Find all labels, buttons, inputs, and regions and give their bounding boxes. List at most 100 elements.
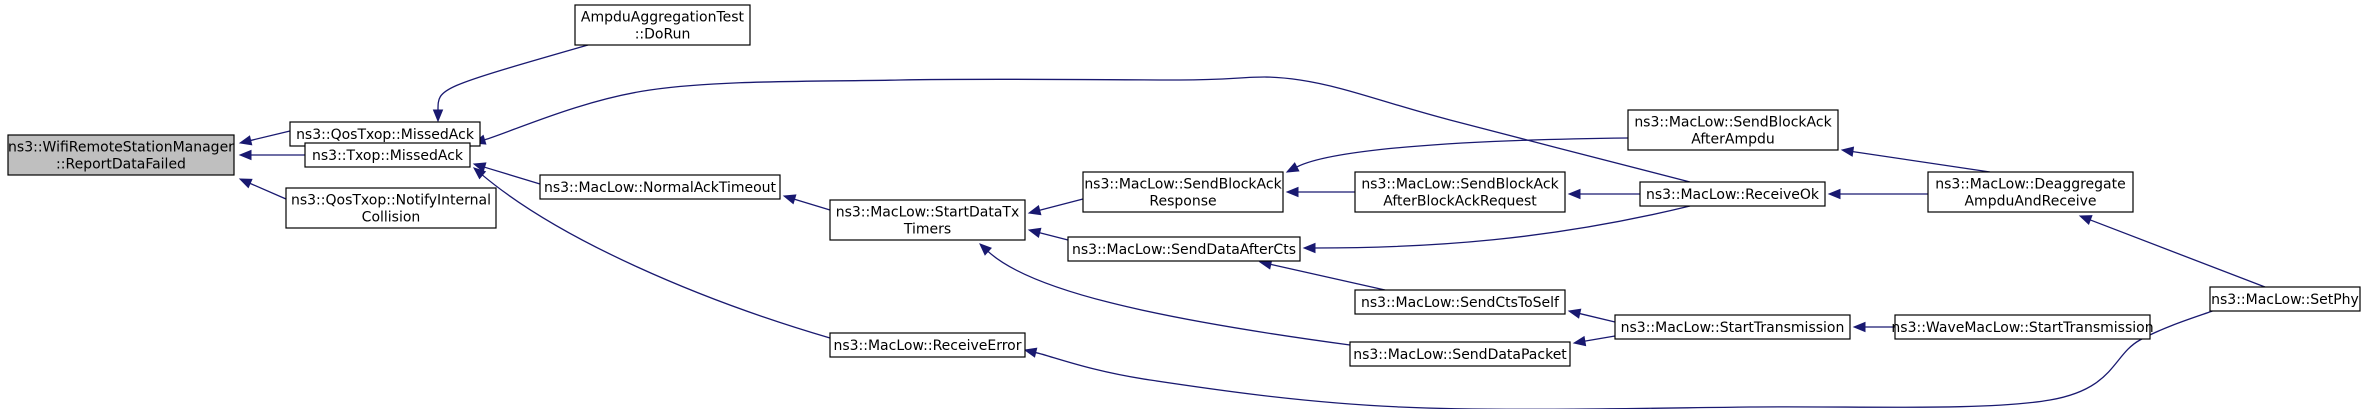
node-box (1894, 314, 2151, 340)
node-send-data-packet[interactable]: ns3::MacLow::SendDataPacket (1349, 341, 1571, 367)
node-label-line: AmpduAggregationTest (581, 10, 745, 26)
edge-wave_start_tx-to-start_transmission (1852, 321, 1895, 333)
edge-deaggregate-to-send_ba_after_ampdu (1840, 146, 1991, 173)
node-send-data-after-cts[interactable]: ns3::MacLow::SendDataAfterCts (1067, 236, 1301, 262)
node-box (829, 199, 1026, 241)
edge-line (484, 76, 1691, 183)
node-box (7, 134, 235, 176)
node-box (1927, 171, 2134, 213)
edge-arrowhead (238, 178, 253, 189)
edge-arrowhead (1567, 188, 1581, 200)
edge-send_ba_after_bar-to-send_ba_resp (1285, 186, 1355, 198)
node-label-line: ns3::MacLow::SendBlockAck (1084, 177, 1282, 193)
node-label-line: ns3::MacLow::Deaggregate (1935, 177, 2125, 193)
node-label-line: ::ReportDataFailed (56, 157, 186, 173)
edge-set_phy-to-deaggregate (2078, 215, 2266, 288)
edge-arrowhead (1567, 308, 1582, 319)
node-label-line: AfterAmpdu (1691, 132, 1774, 148)
edge-arrowhead (1852, 321, 1866, 333)
node-start-transmission[interactable]: ns3::MacLow::StartTransmission (1614, 314, 1851, 340)
edge-arrowhead (1027, 227, 1042, 238)
edge-set_phy-to-receive_error (1023, 309, 2216, 409)
edge-normal_ack-to-txop_missed (472, 162, 541, 185)
node-box (1354, 171, 1566, 213)
node-label-line: ns3::WaveMacLow::StartTransmission (1891, 320, 2153, 336)
edge-arrowhead (1827, 188, 1841, 200)
edge-qos_missed-to-root (238, 130, 291, 146)
edge-send_cts_to_self-to-send_data_after_cts (1258, 259, 1386, 291)
edge-line (1039, 198, 1084, 211)
node-label-line: ns3::MacLow::NormalAckTimeout (544, 180, 777, 196)
edge-receive_ok-to-send_ba_after_bar (1567, 188, 1640, 200)
node-box (2209, 286, 2361, 312)
edge-line (1039, 232, 1069, 241)
edge-line (2090, 219, 2266, 288)
edge-arrowhead (238, 149, 252, 161)
edge-send_data_packet-to-start_data_tx (979, 243, 1351, 346)
edge-start_transmission-to-send_data_packet (1572, 335, 1616, 347)
edge-ampdu_test-to-qos_missed (432, 44, 589, 123)
node-label-line: ns3::WifiRemoteStationManager (8, 140, 234, 156)
node-label-line: ns3::MacLow::SendBlockAck (1361, 177, 1559, 193)
node-label-line: ns3::MacLow::StartDataTx (836, 205, 1020, 221)
node-normal-ack[interactable]: ns3::MacLow::NormalAckTimeout (539, 174, 781, 200)
node-wave-start-tx[interactable]: ns3::WaveMacLow::StartTransmission (1891, 314, 2154, 340)
node-txop-missed[interactable]: ns3::Txop::MissedAck (304, 142, 471, 168)
node-receive-error[interactable]: ns3::MacLow::ReceiveError (829, 332, 1026, 358)
edge-arrowhead (472, 167, 487, 180)
node-label-line: ns3::MacLow::ReceiveOk (1646, 187, 1820, 203)
edge-receive_ok-to-txop_missed (472, 76, 1691, 183)
node-set-phy[interactable]: ns3::MacLow::SetPhy (2209, 286, 2361, 312)
edge-send_ba_after_ampdu-to-send_ba_resp (1285, 137, 1629, 173)
node-qos-missed[interactable]: ns3::QosTxop::MissedAck (289, 121, 481, 147)
edge-arrowhead (1027, 205, 1042, 216)
node-label-line: ns3::MacLow::SetPhy (2211, 292, 2359, 308)
edge-line (1579, 312, 1616, 323)
edge-arrowhead (782, 194, 797, 205)
node-box (285, 187, 497, 229)
edge-receive_ok-to-send_data_after_cts (1302, 205, 1691, 254)
edge-send_ba_resp-to-start_data_tx (1027, 198, 1084, 216)
node-box (289, 121, 481, 147)
node-send-cts-to-self[interactable]: ns3::MacLow::SendCtsToSelf (1354, 289, 1566, 315)
node-box (539, 174, 781, 200)
edge-line (484, 166, 541, 185)
node-box (1349, 341, 1571, 367)
node-box (1082, 171, 1284, 213)
edge-line (249, 182, 287, 200)
edge-line (1296, 137, 1629, 168)
node-label-line: ns3::MacLow::StartTransmission (1621, 320, 1845, 336)
edge-arrowhead (1285, 162, 1300, 173)
node-send-ba-after-bar[interactable]: ns3::MacLow::SendBlockAckAfterBlockAckRe… (1354, 171, 1566, 213)
node-label-line: Response (1149, 194, 1216, 210)
edge-deaggregate-to-receive_ok (1827, 188, 1928, 200)
edge-line (1035, 309, 2216, 409)
node-root[interactable]: ns3::WifiRemoteStationManager::ReportDat… (7, 134, 235, 176)
edge-arrowhead (1572, 335, 1587, 347)
edge-line (794, 198, 831, 211)
edge-arrowhead (472, 162, 487, 173)
edge-arrowhead (238, 135, 253, 146)
node-label-line: ns3::QosTxop::NotifyInternal (291, 193, 491, 209)
node-box (574, 4, 751, 46)
edge-txop_missed-to-root (238, 149, 305, 161)
edge-arrowhead (1285, 186, 1299, 198)
node-label-line: ns3::MacLow::SendDataPacket (1353, 347, 1567, 363)
edge-start_transmission-to-send_cts_to_self (1567, 308, 1616, 323)
edge-send_data_after_cts-to-start_data_tx (1027, 227, 1069, 241)
edge-line (250, 130, 291, 142)
edge-receive_error-to-txop_missed (472, 167, 831, 339)
node-ampdu-test[interactable]: AmpduAggregationTest::DoRun (574, 4, 751, 46)
node-receive-ok[interactable]: ns3::MacLow::ReceiveOk (1639, 181, 1826, 207)
edge-line (1314, 205, 1691, 249)
node-label-line: ::DoRun (635, 27, 691, 43)
node-box (1627, 109, 1839, 151)
node-label-line: ns3::MacLow::SendCtsToSelf (1361, 295, 1560, 311)
edge-arrowhead (2078, 215, 2093, 225)
